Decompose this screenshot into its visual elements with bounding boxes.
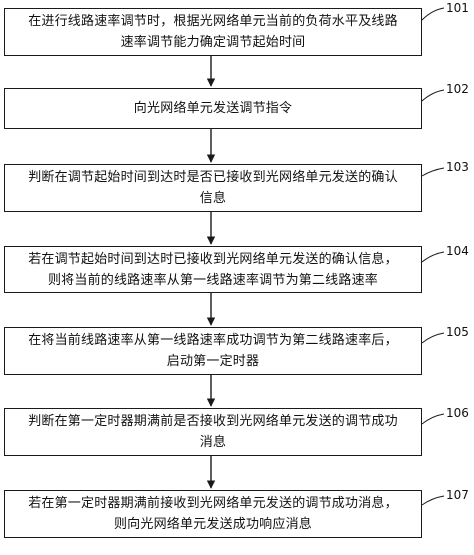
step-text-106: 判断在第一定时器期满前是否接收到光网络单元发送的调节成功 消息 bbox=[28, 414, 398, 450]
step-ref-101: 101 bbox=[446, 1, 469, 15]
step-ref-106: 106 bbox=[446, 406, 469, 420]
leader-103 bbox=[421, 167, 445, 177]
leader-106 bbox=[421, 413, 445, 425]
step-text-101: 在进行线路速率调节时，根据光网络单元当前的负荷水平及线路 速率调节能力确定调节起… bbox=[28, 14, 398, 50]
step-text-105: 在将当前线路速率从第一线路速率成功调节为第二线路速率后， 启动第一定时器 bbox=[28, 333, 398, 369]
step-text-104: 若在调节起始时间到达时已接收到光网络单元发送的确认信息， 则将当前的线路速率从第… bbox=[28, 251, 398, 288]
step-ref-103: 103 bbox=[446, 160, 469, 174]
step-ref-105: 105 bbox=[446, 325, 469, 339]
leader-101 bbox=[421, 7, 445, 21]
step-box-102: 向光网络单元发送调节指令 bbox=[4, 88, 422, 129]
step-box-103: 判断在调节起始时间到达时是否已接收到光网络单元发送的确认 信息 bbox=[4, 164, 422, 212]
step-text-103: 判断在调节起始时间到达时是否已接收到光网络单元发送的确认 信息 bbox=[28, 170, 398, 206]
step-box-107: 若在第一定时器期满前接收到光网络单元发送的调节成功消息， 则向光网络单元发送成功… bbox=[4, 490, 422, 538]
leader-105 bbox=[421, 332, 445, 344]
step-ref-104: 104 bbox=[446, 244, 469, 258]
leader-107 bbox=[421, 495, 445, 506]
leader-104 bbox=[421, 251, 445, 263]
step-text-102: 向光网络单元发送调节指令 bbox=[133, 101, 293, 116]
step-box-105: 在将当前线路速率从第一线路速率成功调节为第二线路速率后， 启动第一定时器 bbox=[4, 327, 422, 375]
step-box-101: 在进行线路速率调节时，根据光网络单元当前的负荷水平及线路 速率调节能力确定调节起… bbox=[4, 8, 422, 56]
step-box-106: 判断在第一定时器期满前是否接收到光网络单元发送的调节成功 消息 bbox=[4, 408, 422, 456]
step-box-104: 若在调节起始时间到达时已接收到光网络单元发送的确认信息， 则将当前的线路速率从第… bbox=[4, 246, 422, 293]
leader-102 bbox=[421, 89, 445, 102]
step-ref-107: 107 bbox=[446, 488, 469, 502]
step-text-107: 若在第一定时器期满前接收到光网络单元发送的调节成功消息， 则向光网络单元发送成功… bbox=[28, 496, 398, 532]
step-ref-102: 102 bbox=[446, 82, 469, 96]
